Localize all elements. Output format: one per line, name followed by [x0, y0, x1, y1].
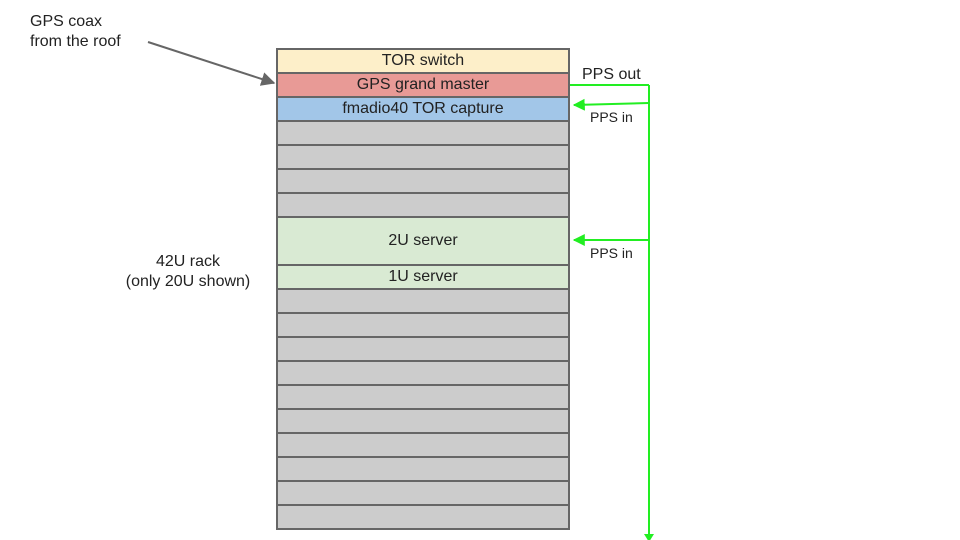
- pps-in-server-label: PPS in: [590, 245, 633, 261]
- pps-in-top-label: PPS in: [590, 109, 633, 125]
- pps-out-label: PPS out: [582, 66, 641, 83]
- rack-size-label: 42U rack (only 20U shown): [100, 252, 276, 292]
- rack-unit-label: 2U server: [388, 232, 458, 249]
- rack-unit-label: 1U server: [388, 268, 458, 285]
- rack-unit-empty: [276, 384, 570, 410]
- rack-size-label-line2: (only 20U shown): [125, 273, 251, 290]
- rack-unit-2u-server: 2U server: [276, 216, 570, 266]
- rack-unit-fmadio-capture: fmadio40 TOR capture: [276, 96, 570, 122]
- rack-unit-empty: [276, 312, 570, 338]
- pps-in-capture-arrow: [572, 98, 650, 111]
- rack-unit-empty: [276, 288, 570, 314]
- gps-coax-label: GPS coax from the roof: [30, 12, 121, 52]
- pps-bus-down-arrow-icon: [644, 534, 654, 540]
- rack-unit-label: fmadio40 TOR capture: [342, 100, 504, 117]
- rack-unit-label: TOR switch: [381, 52, 465, 69]
- gps-coax-arrow: [147, 41, 276, 86]
- rack-unit-tor-switch: TOR switch: [276, 48, 570, 74]
- rack-unit-empty: [276, 408, 570, 434]
- rack-unit-empty: [276, 360, 570, 386]
- gps-coax-label-line2: from the roof: [30, 33, 121, 50]
- gps-coax-label-line1: GPS coax: [30, 13, 103, 30]
- rack-unit-empty: [276, 504, 570, 530]
- rack-size-label-line1: 42U rack: [155, 253, 221, 270]
- rack-unit-label: GPS grand master: [356, 76, 490, 93]
